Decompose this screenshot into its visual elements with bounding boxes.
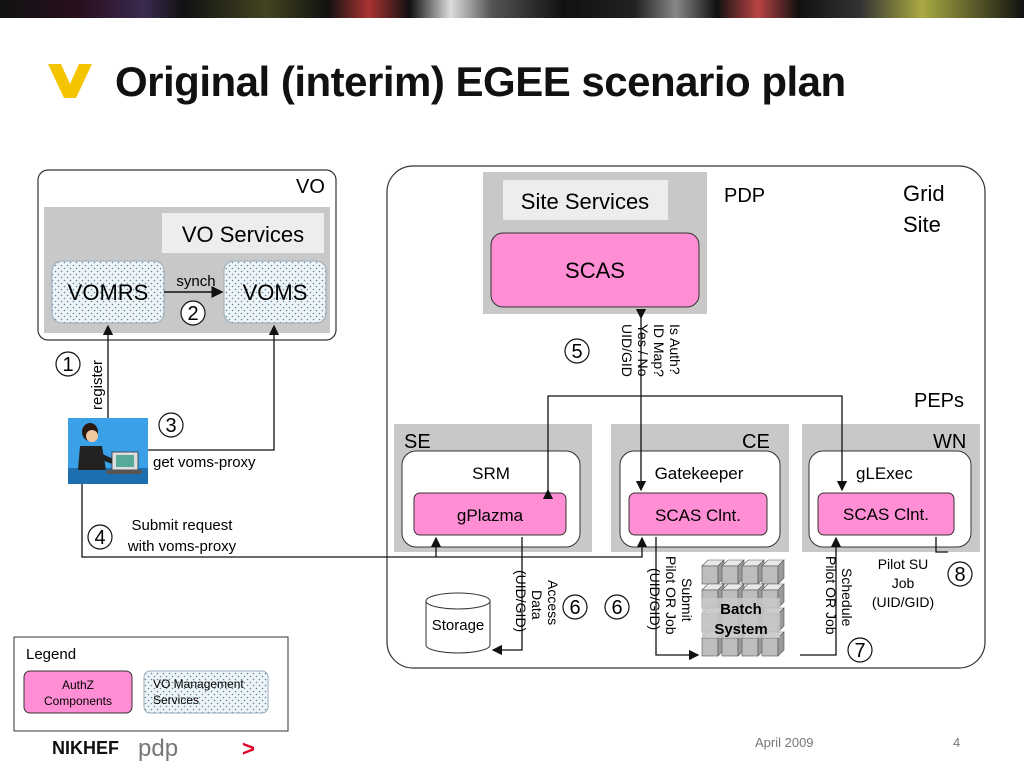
gplazma-box [413,492,567,536]
connector-labels: register get voms-proxy Submit request w… [89,324,934,635]
footer-date: April 2009 [755,735,814,750]
batch-node [777,559,785,585]
batch-label-line1: Batch [720,601,762,618]
scas-clnt-ce-label: SCAS Clnt. [655,506,741,525]
step-6a-number: 6 [569,597,580,619]
step-6b-number: 6 [611,597,622,619]
footer: NIKHEF pdp > April 2009 4 [50,735,960,762]
wn-label: WN [933,431,966,453]
batch-node [701,565,719,585]
legend-vomgmt-swatch [143,670,269,714]
access-data-line2: Data [529,590,545,620]
get-voms-proxy-label: get voms-proxy [153,454,256,471]
submit-pilot-line3: (UID/GID) [647,568,663,630]
storage-cylinder: Storage [425,592,491,654]
legend-authz-line1: AuthZ [62,678,94,692]
step-circles: 1 3 4 5 6 6 7 8 [55,338,973,663]
vo-label: VO [296,176,325,198]
batch-node [721,637,739,657]
access-data-line3: (UID/GID) [513,570,529,632]
step-8-number: 8 [954,564,965,586]
pdp-logo: pdp [138,735,178,762]
top-banner-image [0,0,1024,18]
step-4-number: 4 [94,527,105,549]
schedule-line1: Schedule [839,568,855,627]
step-5-number: 5 [571,341,582,363]
vo-services-box [162,213,324,253]
connectors [81,308,948,661]
nikhef-logo: NIKHEF [52,738,119,758]
submit-request-line1: Submit request [132,517,234,534]
ce-label: CE [742,431,770,453]
peps-label: PEPs [914,390,964,412]
submit-pilot-line2: Pilot OR Job [663,556,679,635]
footer-arrow-icon: > [242,736,255,761]
submit-request-line2: with voms-proxy [127,538,237,555]
step-7-number: 7 [854,640,865,662]
legend-vomgmt-line2: Services [153,693,199,707]
auth-label-line2: ID Map? [651,324,667,377]
srm-label: SRM [472,464,510,483]
legend: Legend AuthZ Components VO Management Se… [13,636,289,732]
schedule-line2: Pilot OR Job [823,556,839,635]
grid-site-container: Grid Site PDP Site Services SCAS PEPs SE… [386,165,986,669]
batch-label-line2: System [714,621,767,638]
scas-label: SCAS [565,258,625,283]
access-data-line1: Access [545,580,561,625]
site-services-label: Site Services [521,189,649,214]
batch-node [721,565,739,585]
auth-label-line1: Is Auth? [667,324,683,375]
register-label: register [89,360,106,410]
legend-authz-line2: Components [44,694,112,708]
vomrs-label: VOMRS [68,280,149,305]
vo-container: VO VO Services VOMRS VOMS synch 2 [37,169,337,341]
page-number: 4 [953,735,960,750]
pilot-su-line1: Pilot SU [878,556,929,572]
legend-authz-swatch [23,670,133,714]
grid-label-line1: Grid [903,181,945,206]
step-3-number: 3 [165,415,176,437]
gplazma-label: gPlazma [457,506,524,525]
chevron-down-icon [48,64,92,98]
legend-vomgmt-line1: VO Management [153,677,244,691]
pilot-su-line2: Job [892,575,915,591]
batch-node [701,637,719,657]
voms-label: VOMS [243,280,308,305]
slide-title: Original (interim) EGEE scenario plan [115,58,846,105]
user-at-computer-icon [68,418,148,484]
storage-label: Storage [432,617,485,634]
scas-clnt-wn-box [817,492,955,536]
vo-services-label: VO Services [182,222,304,247]
scas-clnt-wn-label: SCAS Clnt. [843,505,929,524]
batch-node [761,637,779,657]
voms-box [223,260,327,324]
legend-title: Legend [26,646,76,663]
gatekeeper-label: Gatekeeper [655,464,744,483]
step-2-circle [180,300,206,326]
pdp-label: PDP [724,185,765,207]
glexec-label: gLExec [856,464,913,483]
grid-label-line2: Site [903,212,941,237]
pilot-su-line3: (UID/GID) [872,594,934,610]
step-2-number: 2 [187,303,198,325]
scas-box [490,232,700,308]
synch-label: synch [176,273,215,290]
se-label: SE [404,431,431,453]
auth-label-line3: Yes / No [635,324,651,377]
batch-node [761,565,779,585]
batch-node [741,565,759,585]
step-1-number: 1 [62,354,73,376]
batch-node [741,637,759,657]
submit-pilot-line1: Submit [679,578,695,622]
auth-label-line4: UID/GID [619,324,635,377]
